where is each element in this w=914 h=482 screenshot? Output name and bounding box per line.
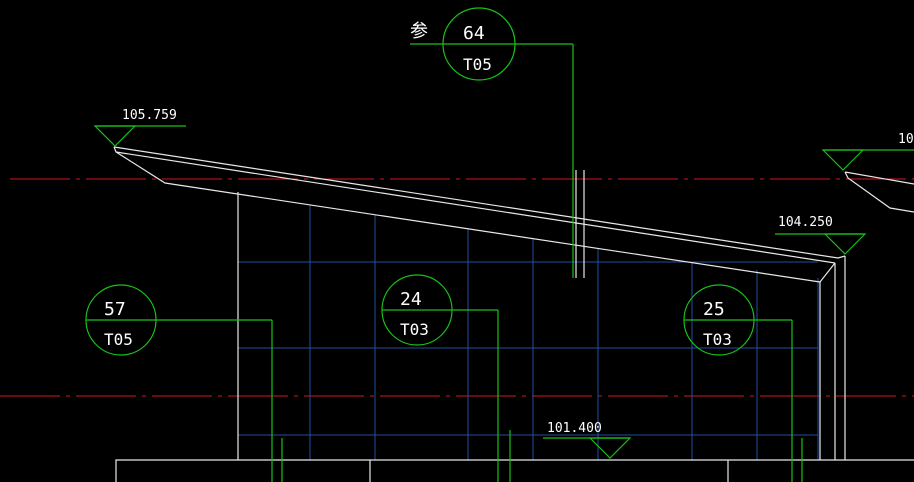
elevation-label-offscreen: 105 xyxy=(898,132,914,147)
detail-number-57: 57 xyxy=(104,299,126,320)
detail-callout-57[interactable]: 57 T05 xyxy=(85,284,283,482)
detail-number-25: 25 xyxy=(703,299,725,320)
roof-and-walls xyxy=(113,146,914,482)
detail-sheet-64: T05 xyxy=(463,55,492,74)
detail-sheet-25: T03 xyxy=(703,330,732,349)
detail-callout-64[interactable]: 参 64 T05 xyxy=(410,7,574,278)
reference-prefix-label: 参 xyxy=(410,21,428,42)
detail-sheet-24: T03 xyxy=(400,320,429,339)
detail-callout-25[interactable]: 25 T03 xyxy=(683,284,803,482)
elevation-mark-104250: 104.250 xyxy=(775,215,867,255)
elevation-mark-105759: 105.759 xyxy=(93,108,186,147)
elevation-label-105759: 105.759 xyxy=(122,108,177,123)
detail-number-24: 24 xyxy=(400,289,422,310)
detail-sheet-57: T05 xyxy=(104,330,133,349)
glazing-grid xyxy=(238,205,819,460)
elevation-label-101400: 101.400 xyxy=(547,421,602,436)
detail-number-64: 64 xyxy=(463,23,485,44)
elevation-label-104250: 104.250 xyxy=(778,215,833,230)
elevation-mark-101400: 101.400 xyxy=(543,421,632,459)
detail-callout-24[interactable]: 24 T03 xyxy=(381,274,511,482)
elevation-mark-offscreen: 105 xyxy=(821,132,914,171)
